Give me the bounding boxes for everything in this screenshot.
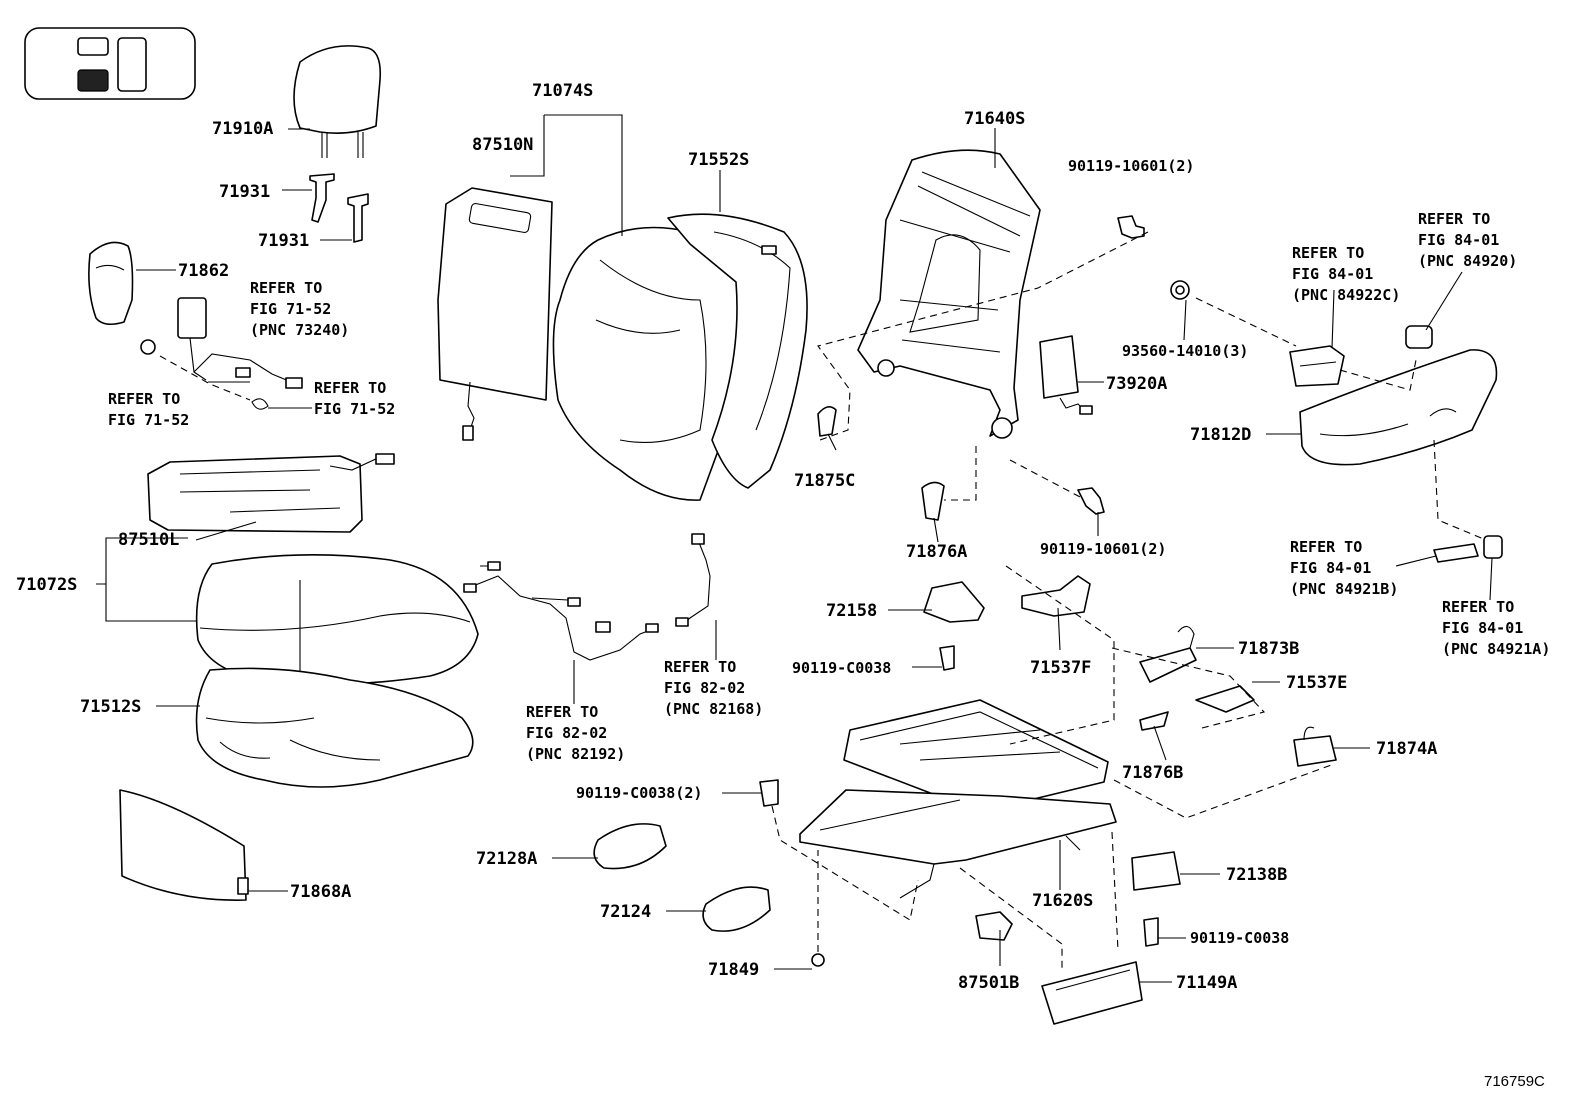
label-87510L: 87510L xyxy=(118,530,179,550)
label-71537E: 71537E xyxy=(1286,673,1347,693)
label-71868A: 71868A xyxy=(290,882,351,902)
cover-71876A-part xyxy=(921,481,945,521)
knob-84920-part xyxy=(1405,325,1433,349)
ref-fig-84-01-pnc-84921b: REFER TO FIG 84-01 (PNC 84921B) xyxy=(1290,538,1398,598)
ref-fig-82-02-pnc-82192: REFER TO FIG 82-02 (PNC 82192) xyxy=(526,703,625,763)
label-71537F: 71537F xyxy=(1030,658,1091,678)
seatback-cover-71074S-part xyxy=(552,226,745,501)
label-71873B: 71873B xyxy=(1238,639,1299,659)
belt-buckle-part xyxy=(140,297,303,410)
headrest-support-part xyxy=(309,173,369,243)
ref-fig-71-52-right: REFER TO FIG 71-52 xyxy=(314,379,395,418)
label-71552S: 71552S xyxy=(688,150,749,170)
lumbar-module-73920A-part xyxy=(1039,335,1093,415)
label-71876B: 71876B xyxy=(1122,763,1183,783)
label-71875C: 71875C xyxy=(794,471,855,491)
cushion-cover-71072S-part xyxy=(195,554,479,685)
label-90119-C0038-2: 90119-C0038(2) xyxy=(576,784,702,802)
label-71074S: 71074S xyxy=(532,81,593,101)
label-71149A: 71149A xyxy=(1176,973,1237,993)
knob-84921A-part xyxy=(1483,535,1503,559)
label-72138B: 72138B xyxy=(1226,865,1287,885)
cover-71873B-part xyxy=(1139,625,1197,683)
label-71910A: 71910A xyxy=(212,119,273,139)
cushion-pad-71512S-part xyxy=(195,667,474,788)
seatback-cover-71552S-part xyxy=(667,213,808,489)
label-73920A: 73920A xyxy=(1106,374,1167,394)
label-71072S: 71072S xyxy=(16,575,77,595)
cover-72124-part xyxy=(702,886,771,932)
label-72128A: 72128A xyxy=(476,849,537,869)
label-71812D: 71812D xyxy=(1190,425,1251,445)
ref-fig-71-52-pnc-73240: REFER TO FIG 71-52 (PNC 73240) xyxy=(250,279,349,339)
label-71849: 71849 xyxy=(708,960,759,980)
label-71640S: 71640S xyxy=(964,109,1025,129)
cover-71875C-part xyxy=(817,406,837,437)
seat-adjuster-71620S-part xyxy=(799,699,1117,899)
ref-fig-84-01-pnc-84922c: REFER TO FIG 84-01 (PNC 84922C) xyxy=(1292,244,1400,304)
label-71874A: 71874A xyxy=(1376,739,1437,759)
reference-notes: REFER TO FIG 71-52 (PNC 73240) REFER TO … xyxy=(108,210,1550,763)
seatback-heater-87510N-part xyxy=(437,187,553,441)
cover-71149A-part xyxy=(1041,961,1143,1025)
headrest-part xyxy=(293,45,382,158)
label-90119-C0038-b: 90119-C0038 xyxy=(1190,929,1289,947)
sensor-87501B-part xyxy=(975,911,1013,941)
cushion-shield-71868A-part xyxy=(119,789,249,901)
side-shield-71812D-part xyxy=(1299,349,1498,466)
seatback-frame-71640S-part xyxy=(857,149,1041,439)
vehicle-seat-locator-icon xyxy=(24,27,196,100)
cover-72138B-part xyxy=(1131,851,1181,891)
label-71620S: 71620S xyxy=(1032,891,1093,911)
label-87501B: 87501B xyxy=(958,973,1019,993)
cover-72128A-part xyxy=(593,823,667,870)
switch-84922C-part xyxy=(1289,345,1345,387)
label-93560-14010: 93560-14010(3) xyxy=(1122,342,1248,360)
label-87510N: 87510N xyxy=(472,135,533,155)
assembly-dashed-lines xyxy=(159,231,1487,970)
clip-71849-part xyxy=(811,953,825,967)
wire-harness-part xyxy=(463,533,711,661)
label-72124: 72124 xyxy=(600,902,651,922)
bracket-71537F-part xyxy=(1021,575,1091,617)
ref-fig-82-02-pnc-82168: REFER TO FIG 82-02 (PNC 82168) xyxy=(664,658,763,718)
clip-93560-14010-part xyxy=(1170,280,1190,300)
label-71931-a: 71931 xyxy=(219,182,270,202)
label-71862: 71862 xyxy=(178,261,229,281)
cover-71876B-part xyxy=(1139,711,1169,731)
part-labels: 71910A 71931 71931 71862 71074S 87510N 7… xyxy=(16,81,1437,993)
label-71876A: 71876A xyxy=(906,542,967,562)
figure-code: 716759C xyxy=(1484,1073,1545,1090)
bolt-90119-10601-part xyxy=(1077,215,1145,515)
label-71512S: 71512S xyxy=(80,697,141,717)
label-90119-10601-mid: 90119-10601(2) xyxy=(1040,540,1166,558)
cushion-heater-87510L-part xyxy=(147,453,395,533)
leader-lines xyxy=(96,114,1493,983)
bolt-90119-C0038-part xyxy=(759,645,1159,947)
ref-fig-84-01-pnc-84921a: REFER TO FIG 84-01 (PNC 84921A) xyxy=(1442,598,1550,658)
knob-84921B-part xyxy=(1433,543,1479,563)
bracket-71537E-part xyxy=(1195,685,1255,713)
trim-cover-71862-part xyxy=(88,241,134,326)
label-90119-C0038-a: 90119-C0038 xyxy=(792,659,891,677)
label-71931-b: 71931 xyxy=(258,231,309,251)
label-72158: 72158 xyxy=(826,601,877,621)
ref-fig-71-52-left: REFER TO FIG 71-52 xyxy=(108,390,189,429)
cover-71874A-part xyxy=(1293,726,1337,767)
bracket-72158-part xyxy=(923,581,985,623)
ref-fig-84-01-pnc-84920: REFER TO FIG 84-01 (PNC 84920) xyxy=(1418,210,1517,270)
label-90119-10601-top: 90119-10601(2) xyxy=(1068,157,1194,175)
